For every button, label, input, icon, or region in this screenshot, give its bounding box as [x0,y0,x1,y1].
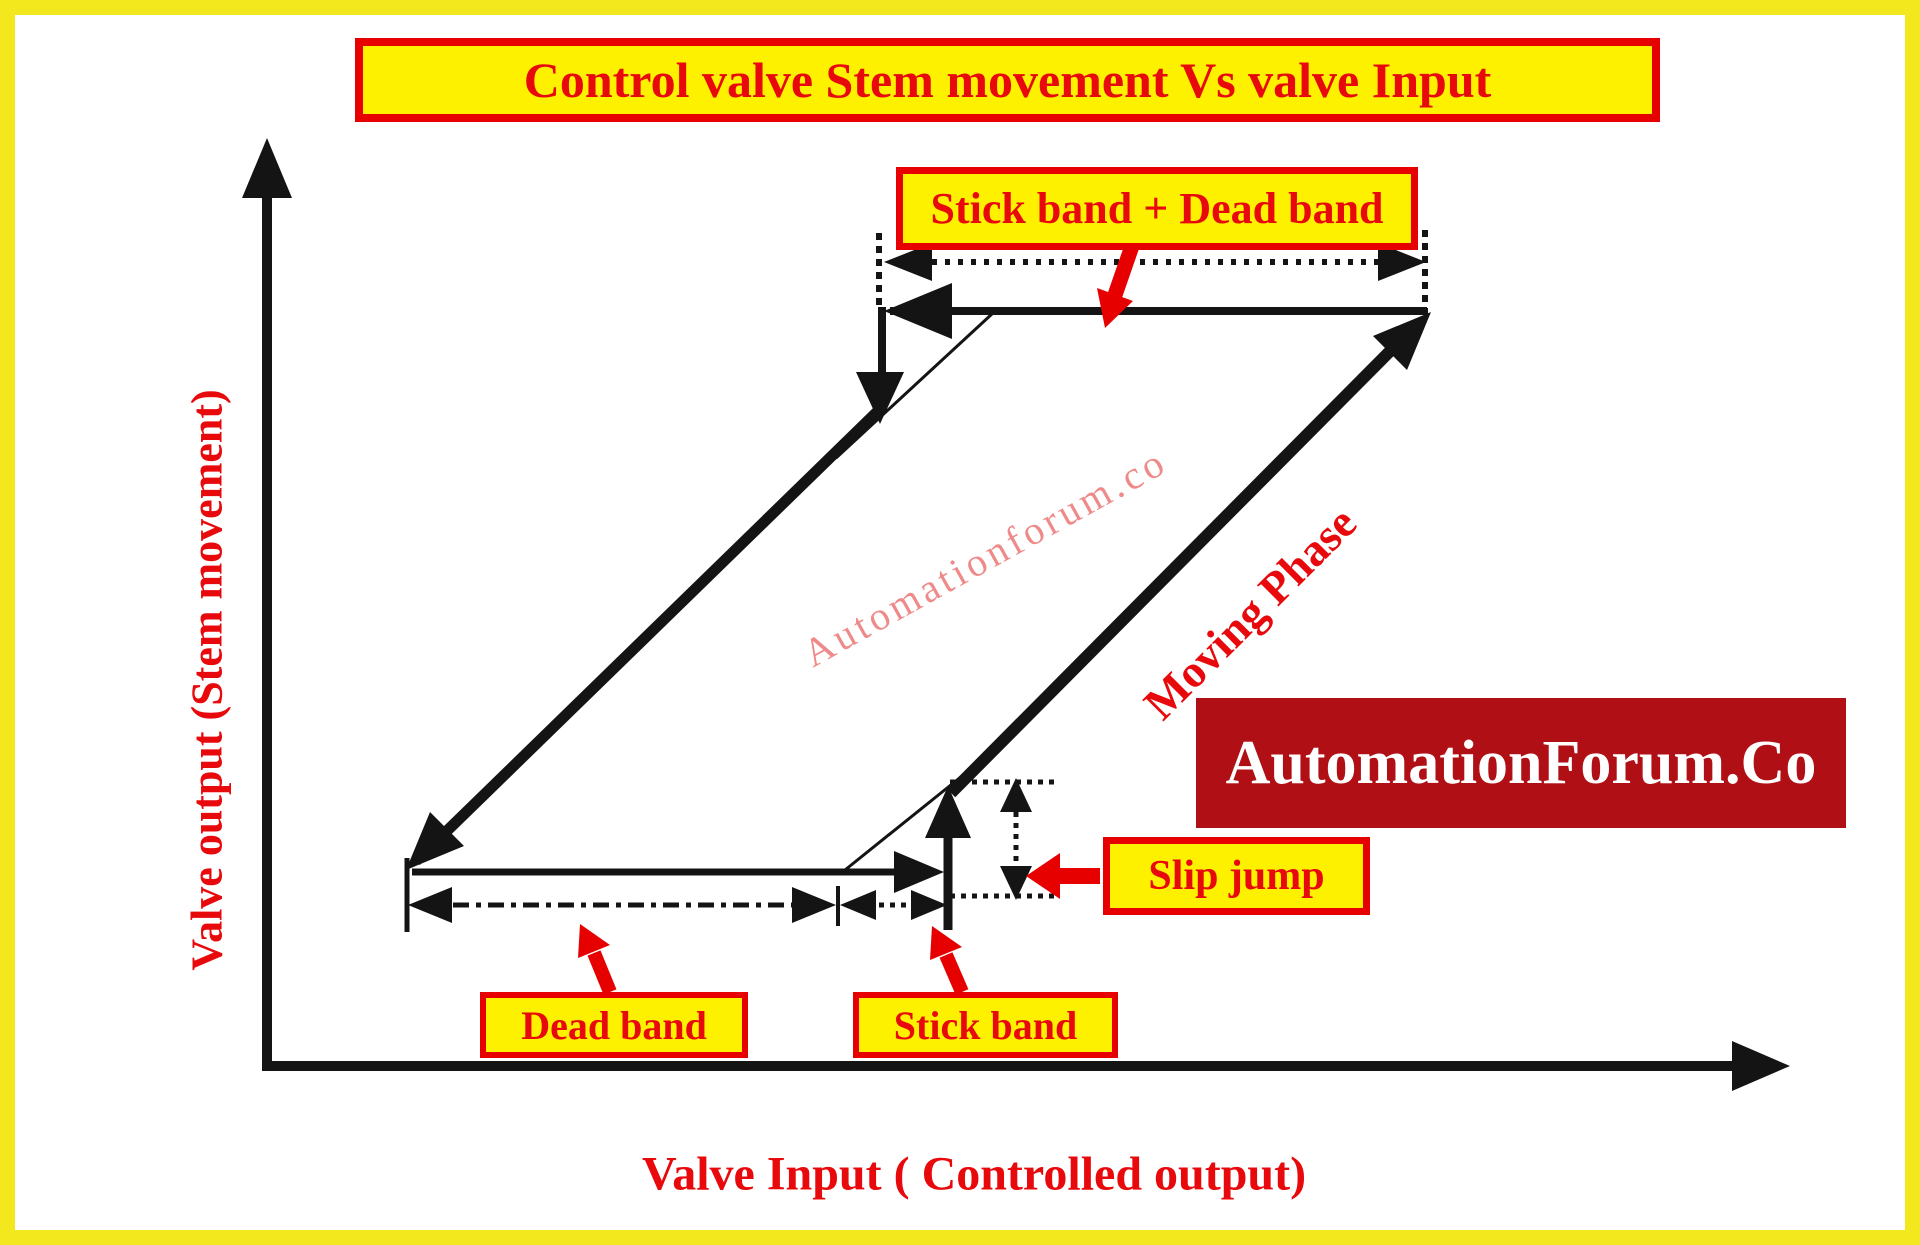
diagram-title-text: Control valve Stem movement Vs valve Inp… [523,52,1492,108]
dead-band-pointer-head [578,924,610,958]
slip-jump-callout: Slip jump [1103,837,1370,915]
stick-band-right-arrowhead [911,890,947,920]
dead-band-right-arrowhead [792,887,836,923]
dead-band-callout: Dead band [480,992,748,1058]
slip-jump-pointer-head [1026,853,1060,899]
loop-bottom-right-arrowhead [894,851,944,893]
stick-plus-dead-left-arrowhead [884,243,932,281]
stick-band-left-arrowhead [840,890,876,920]
loop-left-diagonal [412,406,883,865]
y-axis-label: Valve output (Stem movement) [182,389,232,971]
slip-jump-arrowhead [925,786,971,838]
brand-logo-text: AutomationForum.Co [1225,728,1817,797]
stick-plus-dead-band-text: Stick band + Dead band [930,184,1384,233]
loop-left-diagonal-arrowhead [406,812,464,870]
brand-logo: AutomationForum.Co [1196,698,1846,828]
loop-left-drop-arrowhead [856,372,904,424]
slip-jump-measure-down-arrowhead [1000,866,1032,900]
stick-band-pointer-head [930,926,962,960]
diagram-title: Control valve Stem movement Vs valve Inp… [355,38,1660,122]
stick-plus-dead-right-arrowhead [1378,243,1426,281]
stick-band-pointer-shaft [939,952,969,995]
dead-band-text: Dead band [521,1002,707,1048]
y-axis-arrowhead [242,138,292,198]
loop-top-left-arrowhead [884,283,952,339]
dead-band-left-arrowhead [408,887,452,923]
stick-plus-dead-pointer-head [1097,288,1133,328]
stick-band-text: Stick band [893,1002,1078,1048]
stick-plus-dead-pointer-shaft [1107,243,1140,298]
stick-plus-dead-band-callout: Stick band + Dead band [896,167,1418,250]
dead-band-pointer-shaft [587,950,617,995]
moving-phase-diagonal [946,321,1420,798]
slip-jump-measure-up-arrowhead [1000,778,1032,812]
moving-phase-arrowhead [1373,312,1431,370]
thin-diagonal-lower [844,766,973,872]
thin-diagonal-upper [834,311,995,460]
slip-jump-text: Slip jump [1148,853,1325,899]
x-axis-arrowhead [1732,1041,1790,1091]
x-axis-label: Valve Input ( Controlled output) [641,1147,1307,1201]
stick-band-callout: Stick band [853,992,1118,1058]
